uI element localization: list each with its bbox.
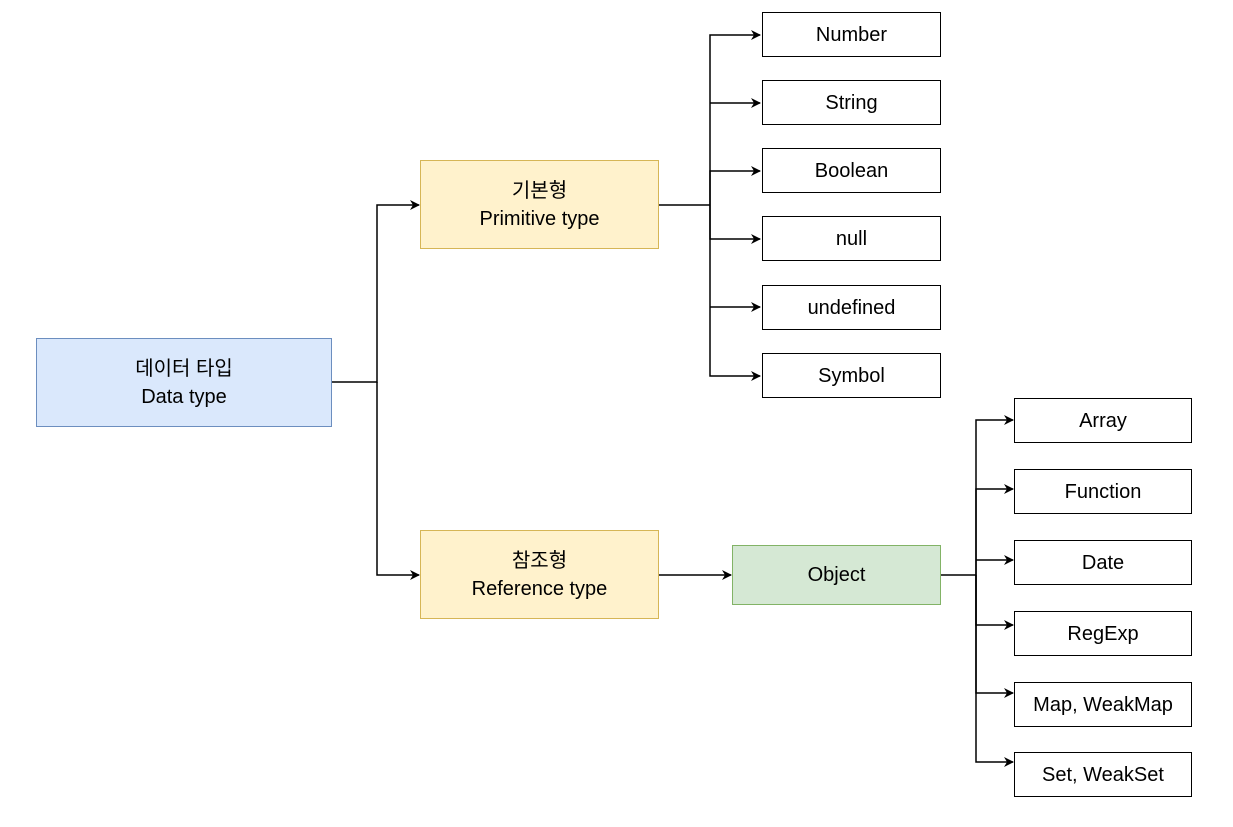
root-korean-label: 데이터 타입 [135, 357, 233, 380]
edge-object-to-map [975, 575, 1014, 698]
edge-root-to-reference [376, 382, 420, 580]
leaf-label: Number [815, 23, 888, 46]
leaf-label: RegExp [1067, 622, 1139, 645]
edge-object-to-set [975, 575, 1014, 767]
edge-primitive-to-number [709, 30, 761, 205]
object-leaf-array: Array [1014, 398, 1192, 443]
edge-object-to-regexp [975, 575, 1014, 630]
primitive-type-node: 기본형 Primitive type [420, 160, 659, 249]
leaf-label: Map, WeakMap [1033, 693, 1173, 716]
object-label: Object [807, 564, 866, 586]
primitive-leaf-number: Number [762, 12, 941, 57]
reference-english-label: Reference type [471, 577, 608, 600]
primitive-leaf-undefined: undefined [762, 285, 941, 330]
edge-primitive-to-null [709, 205, 761, 244]
object-leaf-regexp: RegExp [1014, 611, 1192, 656]
root-english-label: Data type [141, 385, 227, 408]
object-leaf-function: Function [1014, 469, 1192, 514]
edge-primitive-to-symbol [709, 205, 761, 381]
primitive-english-label: Primitive type [479, 207, 600, 230]
leaf-label: Boolean [814, 159, 889, 182]
primitive-leaf-symbol: Symbol [762, 353, 941, 398]
object-node: Object [732, 545, 941, 605]
reference-type-node: 참조형 Reference type [420, 530, 659, 619]
edge-object-to-function [975, 484, 1014, 575]
leaf-label: Set, WeakSet [1042, 763, 1164, 786]
leaf-label: Symbol [818, 364, 885, 387]
primitive-korean-label: 기본형 [511, 179, 568, 202]
object-leaf-date: Date [1014, 540, 1192, 585]
edge-object-to-array [975, 415, 1014, 575]
primitive-leaf-null: null [762, 216, 941, 261]
leaf-label: Date [1081, 551, 1125, 574]
object-leaf-map-weakmap: Map, WeakMap [1014, 682, 1192, 727]
leaf-label: Function [1064, 480, 1142, 503]
leaf-label: null [835, 227, 868, 250]
leaf-label: Array [1079, 409, 1127, 432]
reference-korean-label: 참조형 [511, 549, 568, 572]
leaf-label: undefined [807, 296, 896, 319]
edge-primitive-to-boolean [709, 166, 761, 205]
edge-root-to-primitive [332, 200, 420, 383]
primitive-leaf-string: String [762, 80, 941, 125]
root-node: 데이터 타입 Data type [36, 338, 332, 427]
leaf-label: String [825, 91, 878, 114]
object-leaf-set-weakset: Set, WeakSet [1014, 752, 1192, 797]
primitive-leaf-boolean: Boolean [762, 148, 941, 193]
